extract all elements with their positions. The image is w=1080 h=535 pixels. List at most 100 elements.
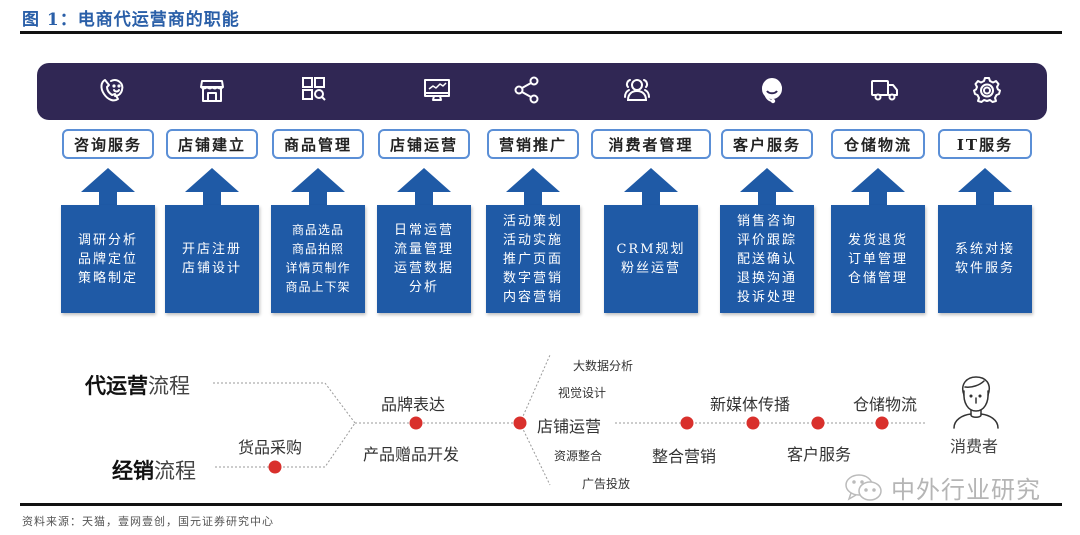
detail-line: 订单管理 <box>847 251 908 267</box>
detail-line: 推广页面 <box>502 251 563 267</box>
detail-box-logistics: 发货退货 订单管理 仓储管理 <box>831 205 925 313</box>
gear-icon <box>972 75 1002 105</box>
flow-dot-marketing <box>680 416 694 430</box>
detail-line: 评价跟踪 <box>736 232 797 248</box>
store-branch-down-line <box>519 422 551 486</box>
detail-line: 店铺设计 <box>181 261 242 276</box>
detail-line: 发货退货 <box>847 232 908 248</box>
phone-smile-icon <box>97 75 127 105</box>
up-arrow-icon <box>843 168 913 208</box>
detail-line: 粉丝运营 <box>620 261 681 276</box>
figure-title: 图 1：电商代运营商的职能 <box>22 10 240 30</box>
flow-dot-store <box>513 416 527 430</box>
distribution-flow-line <box>215 422 356 468</box>
storefront-icon <box>197 75 227 105</box>
step-customer-service: 客户服务 <box>787 445 852 464</box>
detail-box-it-service: 系统对接 软件服务 <box>938 205 1032 313</box>
title-rule <box>20 31 1062 34</box>
function-label-store-setup: 店铺建立 <box>166 129 258 159</box>
detail-line: 投诉处理 <box>736 289 797 305</box>
store-sub-ad-placement: 广告投放 <box>582 477 631 491</box>
flow-dot-new-media <box>746 416 760 430</box>
detail-box-marketing: 活动策划 活动实施 推广页面 数字营销 内容营销 <box>486 205 580 313</box>
source-note: 资料来源：天猫，壹网壹创，国元证券研究中心 <box>22 515 274 528</box>
detail-box-store-setup: 开店注册 店铺设计 <box>165 205 259 313</box>
function-label-marketing: 营销推广 <box>487 129 579 159</box>
detail-line: 开店注册 <box>181 242 242 257</box>
step-brand-expression: 品牌表达 <box>381 395 446 414</box>
up-arrow-icon <box>177 168 247 208</box>
detail-line: 策略制定 <box>77 270 138 286</box>
step-integrated-marketing: 整合营销 <box>652 447 717 466</box>
watermark-text: 中外行业研究 <box>891 476 1041 504</box>
up-arrow-icon <box>389 168 459 208</box>
function-label-customer-service: 客户服务 <box>721 129 813 159</box>
consumer-person-icon <box>950 373 1002 429</box>
flow-dot-procurement <box>268 460 282 474</box>
detail-box-consulting: 调研分析 品牌定位 策略制定 <box>61 205 155 313</box>
share-icon <box>512 75 542 105</box>
flow-dot-logistics <box>875 416 889 430</box>
detail-line: 详情页制作 <box>285 261 351 275</box>
detail-line: 仓储管理 <box>847 270 908 286</box>
monitor-chart-icon <box>422 75 452 105</box>
truck-icon <box>870 75 900 105</box>
step-logistics: 仓储物流 <box>853 395 918 414</box>
up-arrow-icon <box>498 168 568 208</box>
distribution-flow-title-light: 流程 <box>154 459 196 483</box>
up-arrow-icon <box>283 168 353 208</box>
detail-line: 流量管理 <box>393 242 454 257</box>
agency-flow-title-light: 流程 <box>148 374 190 398</box>
up-arrow-icon <box>73 168 143 208</box>
flow-dot-brand <box>409 416 423 430</box>
detail-box-store-operation: 日常运营 流量管理 运营数据 分析 <box>377 205 471 313</box>
step-new-media: 新媒体传播 <box>710 395 791 414</box>
detail-line: 调研分析 <box>77 232 138 248</box>
up-arrow-icon <box>616 168 686 208</box>
headset-icon <box>757 75 787 105</box>
wechat-icon <box>845 473 882 501</box>
detail-line: 销售咨询 <box>736 213 797 229</box>
step-store-operation: 店铺运营 <box>537 417 602 436</box>
detail-line: 运营数据 <box>393 261 454 276</box>
detail-line: 配送确认 <box>736 251 797 267</box>
detail-line: 活动策划 <box>502 213 563 229</box>
detail-line: 软件服务 <box>954 261 1015 276</box>
distribution-flow-title: 经销流程 <box>112 455 196 485</box>
detail-box-product-management: 商品选品 商品拍照 详情页制作 商品上下架 <box>271 205 365 313</box>
function-icon-banner <box>37 63 1047 120</box>
agency-flow-line <box>213 382 356 424</box>
step-procurement: 货品采购 <box>238 438 303 457</box>
detail-line: CRM规划 <box>616 242 686 257</box>
detail-line: 商品上下架 <box>285 280 351 294</box>
function-label-store-operation: 店铺运营 <box>378 129 470 159</box>
step-product-gift-dev: 产品赠品开发 <box>363 445 460 464</box>
store-sub-resource-integration: 资源整合 <box>554 449 603 463</box>
agency-flow-title-bold: 代运营 <box>85 374 148 398</box>
detail-line: 商品拍照 <box>291 242 344 256</box>
detail-box-consumer-management: CRM规划 粉丝运营 <box>604 205 698 313</box>
detail-line: 商品选品 <box>291 223 344 237</box>
detail-line: 分析 <box>408 280 439 295</box>
detail-box-customer-service: 销售咨询 评价跟踪 配送确认 退换沟通 投诉处理 <box>720 205 814 313</box>
process-flow-lines <box>213 354 925 486</box>
watermark: 中外行业研究 <box>843 470 1041 505</box>
store-sub-big-data: 大数据分析 <box>573 359 634 373</box>
detail-line: 退换沟通 <box>736 270 797 286</box>
grid-search-icon <box>299 75 329 105</box>
function-label-it-service: IT服务 <box>938 129 1032 159</box>
detail-line: 数字营销 <box>502 270 563 286</box>
function-label-product-management: 商品管理 <box>272 129 364 159</box>
detail-line: 系统对接 <box>954 242 1015 257</box>
detail-line: 日常运营 <box>393 223 454 238</box>
agency-flow-title: 代运营流程 <box>85 370 190 400</box>
store-sub-visual-design: 视觉设计 <box>558 386 607 400</box>
detail-line: 活动实施 <box>502 232 563 248</box>
flow-dot-customer-service <box>811 416 825 430</box>
function-label-consumer-management: 消费者管理 <box>591 129 711 159</box>
function-label-logistics: 仓储物流 <box>831 129 925 159</box>
footer-rule <box>20 503 1062 506</box>
consumer-label: 消费者 <box>950 437 999 456</box>
up-arrow-icon <box>732 168 802 208</box>
function-label-consulting: 咨询服务 <box>62 129 154 159</box>
